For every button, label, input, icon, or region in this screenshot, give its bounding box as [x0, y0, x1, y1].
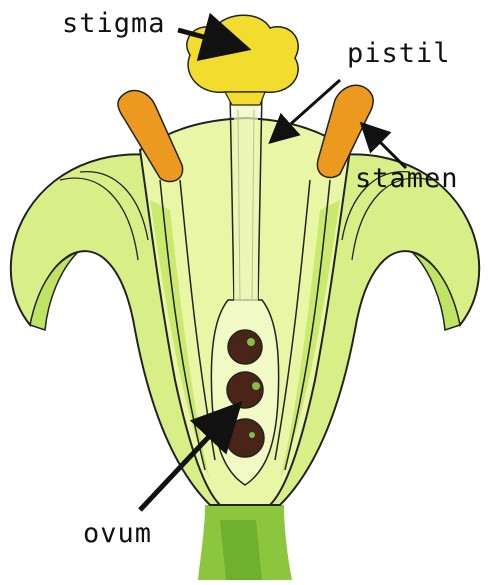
ovule-top: [228, 330, 262, 364]
label-stigma: stigma: [62, 10, 166, 37]
ovule-top-highlight: [247, 338, 255, 346]
ovule-middle: [227, 372, 263, 408]
stem-shadow: [220, 520, 262, 580]
stigma: [187, 15, 298, 92]
label-pistil: pistil: [347, 40, 451, 67]
style-fill: [234, 92, 258, 302]
ovule-bottom: [226, 419, 264, 457]
stigma-style-neck: [225, 92, 265, 105]
ovule-bottom-highlight: [249, 432, 255, 438]
ovule-middle-highlight: [252, 382, 260, 390]
label-stamen: stamen: [355, 165, 459, 192]
label-ovum: ovum: [83, 520, 152, 547]
